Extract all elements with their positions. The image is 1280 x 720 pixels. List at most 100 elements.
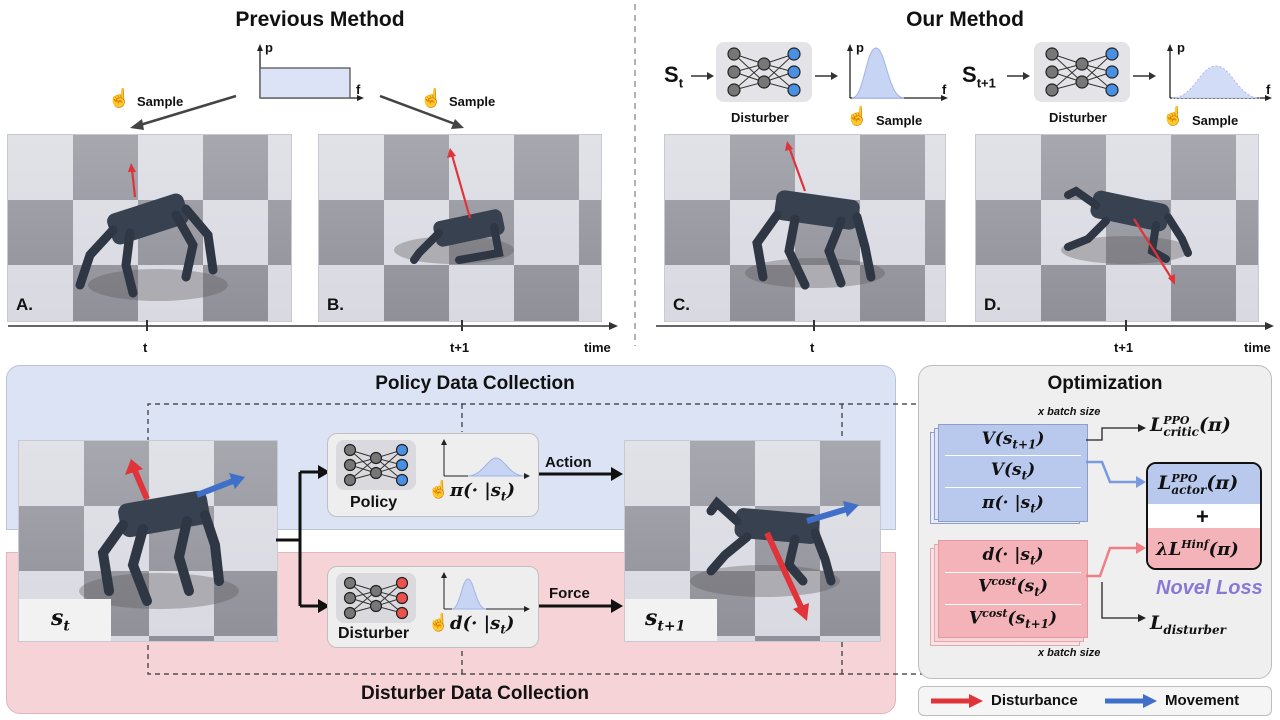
- policy-network: [336, 440, 416, 490]
- axis-f-label: f: [942, 82, 947, 97]
- section-divider: [634, 4, 636, 346]
- panel-a-scene: A.: [7, 134, 292, 322]
- wide-distribution-plot: [1167, 44, 1272, 101]
- state-st: St: [664, 62, 684, 91]
- disturber-loss: Ldisturber: [1150, 612, 1227, 637]
- disturber-label-2: Disturber: [1049, 110, 1107, 125]
- hand-icon: ☝: [428, 613, 450, 632]
- batch-size-bottom: x batch size: [1038, 647, 1101, 659]
- policy-dist-label: π(· |st): [450, 480, 515, 504]
- panel-b-label: B.: [327, 295, 344, 314]
- hinf-loss: λLHinf(π): [1156, 538, 1239, 560]
- axis-p-label: p: [265, 40, 273, 55]
- loss-arrows: [1086, 424, 1146, 622]
- time-label: time: [584, 340, 611, 355]
- st-scene: st: [18, 440, 278, 642]
- arrow-right: [815, 72, 838, 80]
- sample-arrows: [130, 94, 464, 130]
- force-label: Force: [549, 585, 590, 602]
- policy-label: Policy: [350, 494, 398, 511]
- panel-c-scene: C.: [664, 134, 946, 322]
- axis-p-label: p: [1177, 40, 1185, 55]
- neural-net-icon: [727, 47, 801, 97]
- tick-t1: t+1: [1114, 340, 1134, 355]
- vcost-st: Vcost(st): [978, 575, 1048, 600]
- arrow-right: [691, 72, 714, 80]
- sample-label-right: Sample: [449, 94, 496, 109]
- batch-size-top: x batch size: [1038, 406, 1101, 418]
- disturber-network-1: [716, 42, 812, 102]
- hand-icon: ☝: [846, 106, 869, 126]
- timeline-left: [8, 320, 618, 331]
- plus-sign: +: [1196, 504, 1209, 529]
- our-method-title: Our Method: [906, 8, 1024, 31]
- disturber-label-1: Disturber: [731, 110, 789, 125]
- arrow-right: [1133, 72, 1156, 80]
- action-force-arrows: [539, 467, 623, 613]
- robot-dog: [79, 459, 245, 609]
- neural-net-icon: [343, 443, 409, 487]
- axis-f-label: f: [356, 82, 361, 97]
- panel-d-scene: D.: [975, 134, 1259, 322]
- legend: Disturbance Movement: [918, 686, 1272, 716]
- branch-arrows: [276, 465, 330, 613]
- tick-t: t: [810, 340, 815, 355]
- st1-label-box: st+1: [625, 599, 717, 641]
- robot-dog: [745, 141, 885, 290]
- cost-stack: d(· |st) Vcost(st) Vcost(st+1): [938, 540, 1088, 638]
- hand-icon: ☝: [428, 480, 450, 499]
- disturber-dist-label: d(· |st): [450, 613, 515, 637]
- time-label: time: [1244, 340, 1271, 355]
- timeline-right: [656, 320, 1274, 331]
- policy-collection-title: Policy Data Collection: [375, 373, 575, 394]
- policy-distribution-plot: [441, 439, 530, 479]
- uniform-distribution-plot: [257, 44, 364, 101]
- panel-d-label: D.: [984, 295, 1001, 314]
- axis-p-label: p: [856, 40, 864, 55]
- tick-t1: t+1: [450, 340, 470, 355]
- movement-arrow-icon: [1105, 694, 1157, 708]
- value-stack: V(st+1) V(st) π(· |st): [938, 424, 1088, 522]
- hand-icon: ☝: [420, 88, 443, 108]
- hand-icon: ☝: [1162, 106, 1185, 126]
- narrow-distribution-plot: [847, 44, 948, 101]
- vcost-st1: Vcost(st+1): [968, 607, 1058, 632]
- st-label-box: st: [19, 599, 111, 641]
- robot-dog: [690, 496, 859, 621]
- d-st: d(· |st): [982, 545, 1044, 568]
- neural-net-icon: [1045, 47, 1119, 97]
- novel-loss-label: Novel Loss: [1156, 577, 1263, 599]
- optimization-title: Optimization: [1047, 373, 1163, 394]
- dashed-flow-lines: [147, 403, 1022, 675]
- axis-f-label: f: [1266, 82, 1271, 97]
- previous-method-title: Previous Method: [235, 8, 405, 31]
- legend-disturbance: Disturbance: [991, 692, 1078, 709]
- v-st: V(st): [990, 460, 1036, 483]
- sample-label-d: Sample: [1192, 113, 1239, 128]
- disturber-network-2: [1034, 42, 1130, 102]
- v-st1: V(st+1): [981, 429, 1045, 452]
- policy-box: Policy ☝ π(· |st): [327, 433, 539, 517]
- disturber-network: [336, 573, 416, 623]
- disturber-distribution-plot: [441, 572, 530, 612]
- pi-st: π(· |st): [982, 493, 1044, 516]
- st1-scene: st+1: [624, 440, 881, 642]
- sample-label-c: Sample: [876, 113, 923, 128]
- arrow-right: [1007, 72, 1030, 80]
- state-st1: St+1: [962, 62, 996, 91]
- robot-dog: [75, 163, 228, 301]
- st-label: st: [51, 605, 70, 635]
- sample-label-left: Sample: [137, 94, 184, 109]
- disturbance-arrow-icon: [931, 694, 983, 708]
- robot-dog: [394, 148, 514, 264]
- panel-a-label: A.: [16, 295, 33, 314]
- disturber-box: Disturber ☝ d(· |st): [327, 566, 539, 648]
- neural-net-icon: [343, 576, 409, 620]
- disturber-collection-title: Disturber Data Collection: [360, 683, 590, 704]
- panel-c-label: C.: [673, 295, 690, 314]
- action-label: Action: [545, 454, 592, 471]
- robot-dog: [1061, 186, 1192, 285]
